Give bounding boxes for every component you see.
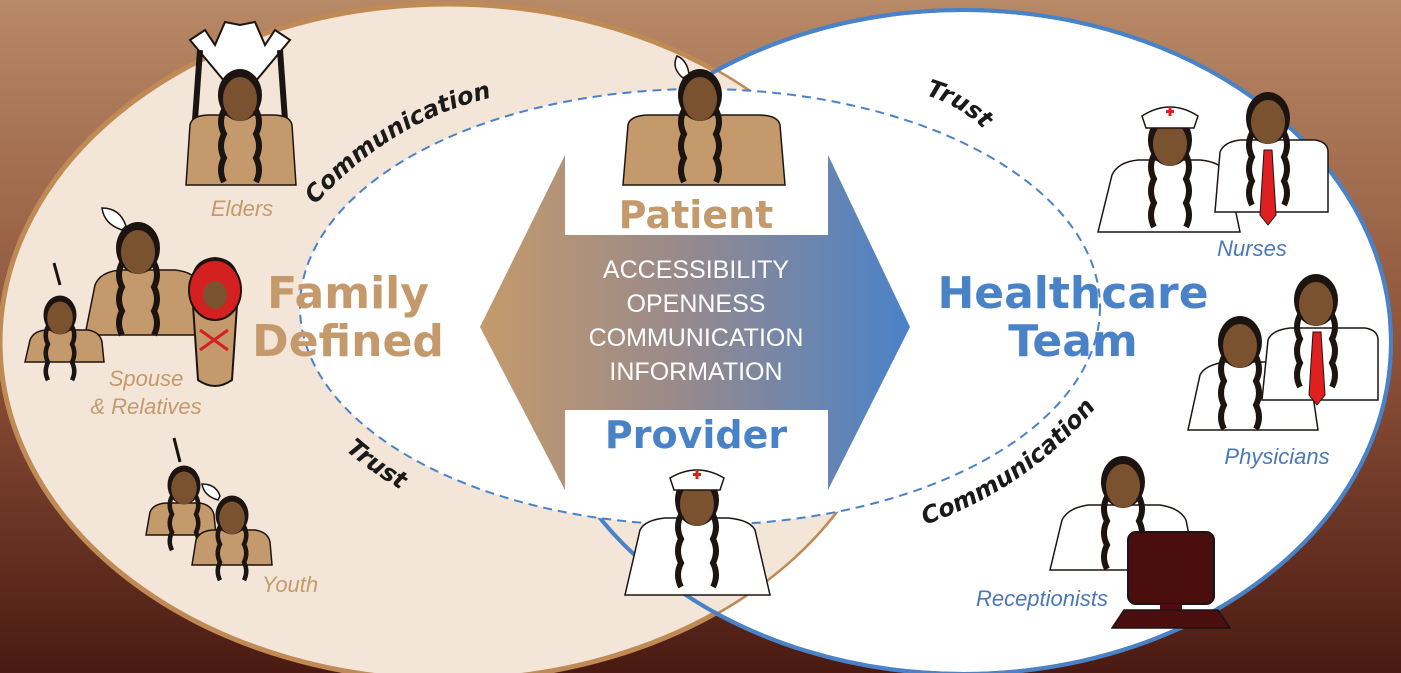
receptionists-figure	[1049, 456, 1232, 629]
feather-icon	[201, 483, 221, 501]
center-value-accessibility: ACCESSIBILITY	[603, 256, 789, 284]
nurse-cap-icon	[669, 469, 725, 491]
necktie-icon	[1259, 149, 1277, 226]
spouse-relatives-figure	[24, 207, 242, 387]
nurses-label: Nurses	[1217, 236, 1287, 261]
center-value-information: INFORMATION	[609, 358, 782, 386]
family-title-line2: Defined	[252, 316, 444, 367]
nurses-figure	[1097, 92, 1329, 233]
patient-figure	[622, 55, 786, 186]
healthcare-title-line1: Healthcare	[937, 268, 1208, 319]
receptionists-label: Receptionists	[976, 586, 1108, 611]
physicians-figure	[1187, 274, 1379, 430]
headdress-icon	[188, 20, 292, 121]
family-title-line1: Family	[267, 268, 429, 319]
cradleboard-icon	[188, 256, 242, 387]
feather-icon	[674, 55, 690, 79]
youth-figure	[145, 437, 273, 580]
spouse-label-line2: & Relatives	[90, 394, 201, 419]
youth-label: Youth	[262, 572, 318, 597]
center-value-communication: COMMUNICATION	[589, 324, 804, 352]
spouse-label-line1: Spouse	[109, 366, 184, 391]
physicians-label: Physicians	[1224, 444, 1329, 469]
elders-figure	[185, 20, 297, 186]
elders-label: Elders	[211, 196, 273, 221]
two-way-arrow	[480, 155, 910, 490]
center-value-openness: OPENNESS	[627, 290, 766, 318]
healthcare-title-line2: Team	[1008, 316, 1138, 367]
necktie-icon	[1308, 331, 1326, 406]
patient-label: Patient	[619, 193, 774, 237]
computer-icon	[1110, 531, 1232, 629]
nurse-cap-icon	[1141, 106, 1199, 129]
provider-figure	[624, 469, 771, 596]
feather-icon	[101, 207, 127, 231]
provider-label: Provider	[605, 413, 787, 457]
